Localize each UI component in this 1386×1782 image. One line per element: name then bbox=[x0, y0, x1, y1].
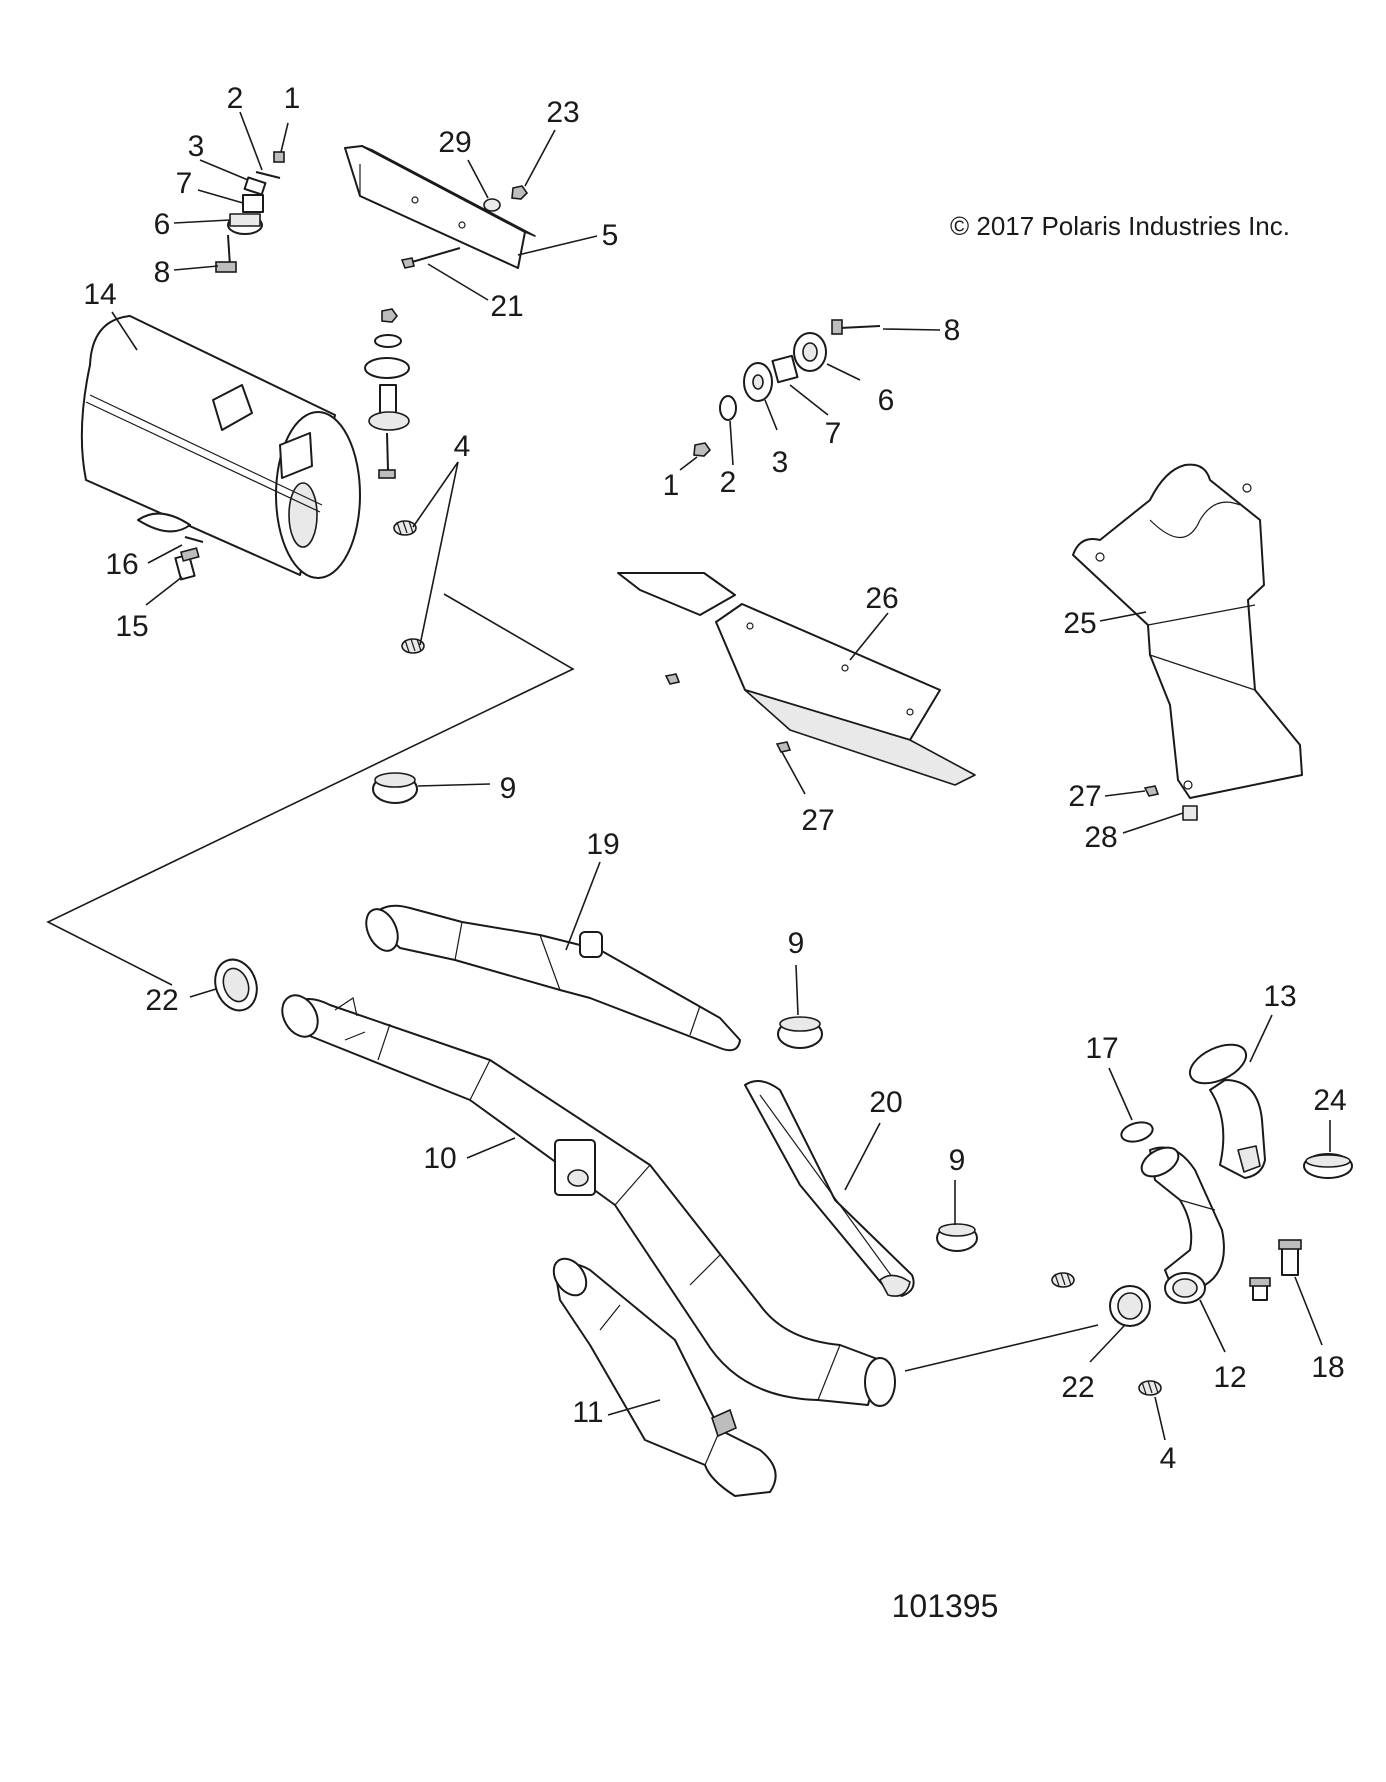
callout-29: 29 bbox=[438, 126, 471, 159]
callout-4-upper: 4 bbox=[454, 430, 471, 463]
spring-4-upper bbox=[393, 520, 417, 536]
heat-shield-26 bbox=[617, 572, 976, 786]
spring-4-right-upper bbox=[1051, 1272, 1075, 1288]
diagram-number: 101395 bbox=[892, 1588, 999, 1624]
spring-4-right-lower bbox=[1138, 1380, 1162, 1396]
callout-13: 13 bbox=[1263, 980, 1296, 1013]
callout-22-left: 22 bbox=[145, 984, 178, 1017]
isolator-stack-middle bbox=[364, 308, 410, 479]
callout-8-right: 8 bbox=[944, 314, 961, 347]
heat-shield-25 bbox=[1072, 463, 1303, 799]
callout-6-right: 6 bbox=[878, 384, 895, 417]
callout-8-top: 8 bbox=[154, 256, 171, 289]
bolt-15 bbox=[174, 547, 200, 581]
leader-lines-top-left bbox=[173, 111, 289, 271]
callout-18: 18 bbox=[1311, 1351, 1344, 1384]
callout-24: 24 bbox=[1313, 1084, 1346, 1117]
callout-15: 15 bbox=[115, 610, 148, 643]
callout-7-top: 7 bbox=[176, 167, 193, 200]
exhaust-flange-13 bbox=[1188, 1043, 1266, 1179]
copyright-text: © 2017 Polaris Industries Inc. bbox=[950, 211, 1290, 241]
clamp-9-top bbox=[372, 772, 418, 804]
callout-2-right: 2 bbox=[720, 466, 737, 499]
callout-21: 21 bbox=[490, 290, 523, 323]
callout-10: 10 bbox=[423, 1142, 456, 1175]
callout-2-top: 2 bbox=[227, 82, 244, 115]
head-pipe-10 bbox=[281, 994, 896, 1407]
callout-9-middle: 9 bbox=[788, 927, 805, 960]
clamp-9-middle bbox=[777, 1016, 823, 1049]
pipe-11 bbox=[552, 1257, 777, 1497]
muffler-14 bbox=[80, 315, 361, 579]
bolt-27-right bbox=[1143, 785, 1160, 797]
bolt-21 bbox=[400, 247, 461, 269]
callout-4-lower: 4 bbox=[1160, 1442, 1177, 1475]
heat-shield-bracket-5 bbox=[344, 145, 536, 269]
callout-25: 25 bbox=[1063, 607, 1096, 640]
callout-1-top: 1 bbox=[284, 82, 301, 115]
callout-11: 11 bbox=[572, 1396, 603, 1429]
callout-6-top: 6 bbox=[154, 208, 171, 241]
clamp-9-lower bbox=[936, 1223, 978, 1252]
mount-hardware-right bbox=[693, 319, 881, 457]
callout-3-right: 3 bbox=[772, 446, 789, 479]
pipe-19 bbox=[365, 904, 741, 1052]
fastener-18 bbox=[1249, 1239, 1302, 1301]
callout-3-top: 3 bbox=[188, 130, 205, 163]
heat-shield-20 bbox=[744, 1080, 915, 1297]
elbow-pipe-12 bbox=[1140, 1146, 1225, 1304]
callout-20: 20 bbox=[869, 1086, 902, 1119]
callout-27-center: 27 bbox=[801, 804, 834, 837]
callout-1-right: 1 bbox=[663, 469, 680, 502]
gasket-17 bbox=[1120, 1121, 1154, 1143]
spring-4-lower bbox=[401, 638, 425, 654]
washer-29 bbox=[483, 198, 501, 212]
callout-7-right: 7 bbox=[825, 417, 842, 450]
callout-27-right: 27 bbox=[1068, 780, 1101, 813]
gasket-22-left bbox=[214, 958, 258, 1012]
nut-23 bbox=[511, 185, 529, 200]
clamp-24 bbox=[1303, 1153, 1353, 1179]
callout-12: 12 bbox=[1213, 1361, 1246, 1394]
callout-19: 19 bbox=[586, 828, 619, 861]
callout-22-right: 22 bbox=[1061, 1371, 1094, 1404]
clip-28 bbox=[1182, 805, 1198, 821]
callout-26: 26 bbox=[865, 582, 898, 615]
spring-clip-16 bbox=[184, 536, 204, 543]
callout-23: 23 bbox=[546, 96, 579, 129]
mount-hardware-top-left bbox=[215, 151, 285, 273]
callout-17: 17 bbox=[1085, 1032, 1118, 1065]
gasket-22-right bbox=[1109, 1285, 1151, 1327]
callout-9-top: 9 bbox=[500, 772, 517, 805]
assembly-reference-lines bbox=[46, 593, 575, 986]
callout-5: 5 bbox=[602, 219, 619, 252]
callout-9-lower: 9 bbox=[949, 1144, 966, 1177]
callout-16: 16 bbox=[105, 548, 138, 581]
callout-14: 14 bbox=[83, 278, 116, 311]
callout-28: 28 bbox=[1084, 821, 1117, 854]
